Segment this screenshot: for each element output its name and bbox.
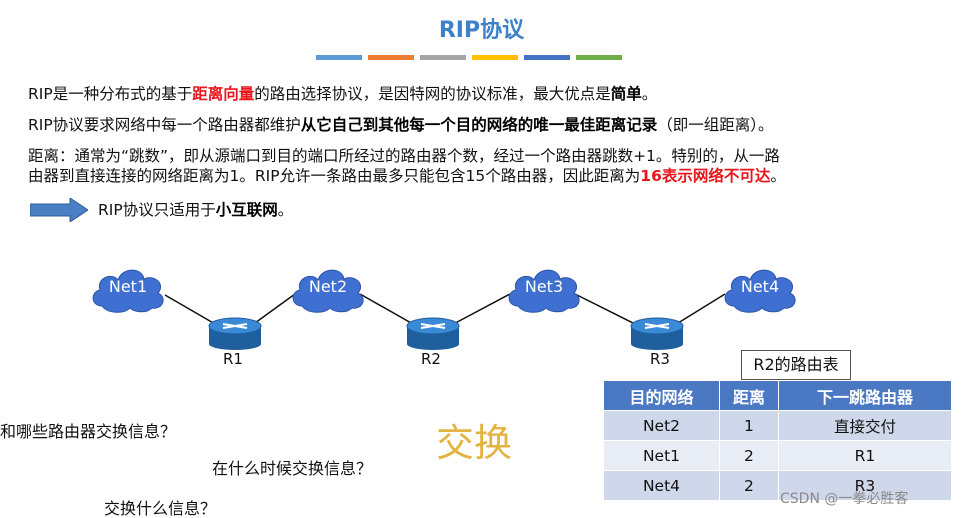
text-span: 距离：通常为“跳数”，即从源端口到目的端口所经过的路由器个数，经过一个路由器跳数… <box>28 147 780 165</box>
text-span: 由器到直接连接的网络距离为1。RIP允许一条路由最多只能包含15个路由器，因此距… <box>28 167 641 185</box>
network-cloud-net3: Net3 <box>504 262 584 314</box>
table-cell: R3 <box>777 470 953 501</box>
paragraph-distance-line1: 距离：通常为“跳数”，即从源端口到目的端口所经过的路由器个数，经过一个路由器跳数… <box>28 144 780 168</box>
cloud-icon <box>724 269 796 313</box>
network-cloud-net2: Net2 <box>288 262 368 314</box>
table-row: Net2 1 直接交付 <box>603 410 953 441</box>
network-cloud-net1: Net1 <box>88 262 168 314</box>
column-header-next-hop: 下一跳路由器 <box>777 380 953 411</box>
text-span: RIP是一种分布式的基于 <box>28 85 193 103</box>
router-label-r1: R1 <box>223 350 243 368</box>
table-cell: 2 <box>719 470 779 501</box>
highlight-best-distance: 从它自己到其他每一个目的网络的唯一最佳距离记录 <box>300 116 658 134</box>
table-cell: Net4 <box>603 470 720 501</box>
table-cell: Net1 <box>603 440 720 471</box>
footer-credit: CSDN @一拳必胜客 <box>780 491 909 507</box>
color-bar <box>524 55 570 60</box>
column-header-destination: 目的网络 <box>603 380 720 411</box>
table-cell: Net2 <box>603 410 720 441</box>
arrow-bullet <box>30 198 88 222</box>
column-header-distance: 距离 <box>719 380 779 411</box>
highlight-distance-vector: 距离向量 <box>192 85 255 103</box>
table-header-row: 目的网络 距离 下一跳路由器 <box>603 380 953 411</box>
link-net3-r3 <box>574 293 644 329</box>
title-color-bars <box>316 55 622 60</box>
color-bar <box>420 55 466 60</box>
question-with-whom: 和哪些路由器交换信息？ <box>0 422 177 441</box>
highlight-unreachable: 16表示网络不可达 <box>640 167 771 185</box>
net-label: Net1 <box>108 277 148 296</box>
routing-table-caption: R2的路由表 <box>741 350 851 380</box>
router-label-r3: R3 <box>650 350 670 368</box>
net-label: Net3 <box>524 277 564 296</box>
exchange-heading: 交换 <box>436 421 513 465</box>
cloud-icon <box>508 269 580 313</box>
highlight-simple: 简单 <box>610 85 642 103</box>
router-icon <box>208 317 262 350</box>
paragraph-scope: RIP协议只适用于小互联网。 <box>98 198 293 222</box>
net-label: Net4 <box>740 277 780 296</box>
text-span: RIP协议只适用于 <box>98 201 216 219</box>
net-label: Net2 <box>308 277 348 296</box>
paragraph-distance-line2: 由器到直接连接的网络距离为1。RIP允许一条路由最多只能包含15个路由器，因此距… <box>28 164 786 188</box>
right-arrow-icon <box>30 198 88 222</box>
table-cell: 2 <box>719 440 779 471</box>
color-bar <box>368 55 414 60</box>
table-cell: 直接交付 <box>777 410 953 441</box>
router-icon <box>406 317 460 350</box>
text-span: 的路由选择协议，是因特网的协议标准，最大优点是 <box>254 85 611 103</box>
color-bar <box>576 55 622 60</box>
table-cell: 1 <box>719 410 779 441</box>
color-bar <box>472 55 518 60</box>
table-row: Net1 2 R1 <box>603 440 953 471</box>
color-bar <box>316 55 362 60</box>
cloud-icon <box>292 269 364 313</box>
question-what: 交换什么信息？ <box>104 499 217 518</box>
question-when: 在什么时候交换信息？ <box>212 459 373 478</box>
router-icon <box>630 317 684 350</box>
text-span: （即一组距离）。 <box>657 116 774 134</box>
text-span: 。 <box>770 167 786 185</box>
highlight-small-internet: 小互联网 <box>215 201 278 219</box>
slide-title: RIP协议 <box>438 18 525 43</box>
routing-table: 目的网络 距离 下一跳路由器 Net2 1 直接交付 Net1 2 R1 Net… <box>603 380 953 501</box>
paragraph-definition: RIP是一种分布式的基于距离向量的路由选择协议，是因特网的协议标准，最大优点是简… <box>28 82 657 106</box>
text-span: RIP协议要求网络中每一个路由器都维护 <box>28 116 301 134</box>
router-label-r2: R2 <box>421 350 441 368</box>
paragraph-requirement: RIP协议要求网络中每一个路由器都维护从它自己到其他每一个目的网络的唯一最佳距离… <box>28 113 773 137</box>
text-span: 。 <box>641 85 658 103</box>
cloud-icon <box>92 269 164 313</box>
table-cell: R1 <box>777 440 953 471</box>
network-cloud-net4: Net4 <box>720 262 800 314</box>
table-row: Net4 2 R3 <box>603 470 953 501</box>
text-span: 。 <box>277 201 294 219</box>
